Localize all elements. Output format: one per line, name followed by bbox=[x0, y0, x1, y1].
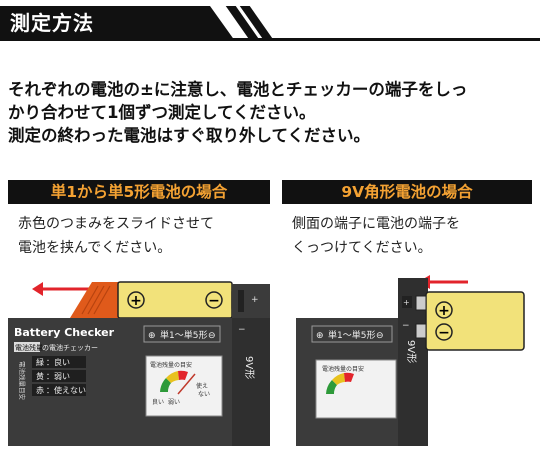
page-title: 測定方法 bbox=[10, 11, 94, 35]
brand-label: Battery Checker bbox=[14, 326, 115, 339]
svg-text:+: + bbox=[251, 295, 259, 305]
svg-text:ない: ない bbox=[198, 391, 210, 398]
meter-title: 電池残量の目安 bbox=[150, 361, 192, 369]
body-line: 電池を挟んでください。 bbox=[18, 240, 172, 256]
legend: 緑 ： 良い 黄 ： 弱い 赤 ： 使えない bbox=[32, 356, 86, 396]
slot-label: 単1～単5形 bbox=[160, 329, 207, 341]
header-tab bbox=[0, 6, 235, 41]
subtitle-badge: 電池残量 bbox=[15, 343, 43, 352]
9v-battery: + − bbox=[415, 291, 525, 351]
body-line: 側面の端子に電池の端子を bbox=[292, 216, 460, 232]
svg-text:−: − bbox=[402, 321, 410, 331]
legend-side-label: 電池残量目安 bbox=[18, 361, 27, 401]
svg-text:+: + bbox=[130, 293, 142, 309]
svg-text:−: − bbox=[238, 325, 246, 335]
section-heading-9v: 9V角形電池の場合 bbox=[282, 180, 532, 204]
checker-illustration-9v: + − 9V形 ⊕ 単1～単5形 ⊖ 電池残量の目安 + − bbox=[296, 275, 525, 446]
legend-key: 赤 bbox=[36, 386, 44, 395]
device-subtitle: の電池チェッカー bbox=[42, 343, 98, 352]
body-line: 赤色のつまみをスライドさせて bbox=[18, 216, 214, 232]
side-label: 9V形 bbox=[243, 356, 255, 379]
aa-battery: + − bbox=[117, 281, 239, 319]
meter-title: 電池残量の目安 bbox=[322, 365, 364, 373]
meter-window: 電池残量の目安 bbox=[315, 359, 397, 419]
body-line: くっつけてください。 bbox=[292, 240, 432, 256]
side-label: 9V形 bbox=[405, 340, 417, 363]
svg-text:：: ： bbox=[46, 358, 54, 367]
instruction-line: それぞれの電池の±に注意し、電池とチェッカーの端子をしっ bbox=[8, 80, 468, 99]
legend-value: 弱い bbox=[54, 372, 70, 381]
svg-text:−: − bbox=[208, 293, 220, 309]
section-body-aa: 赤色のつまみをスライドさせて 電池を挟んでください。 bbox=[18, 212, 214, 260]
meter-window: 電池残量の目安 良い 弱い 使え ない bbox=[145, 355, 223, 417]
meter-label: 良い bbox=[152, 398, 164, 406]
legend-key: 緑 bbox=[36, 357, 44, 367]
svg-text:+: + bbox=[403, 298, 410, 307]
section-heading-aa: 単1から単5形電池の場合 bbox=[8, 180, 270, 204]
slot-label: 単1～単5形 bbox=[328, 329, 375, 341]
svg-text:+: + bbox=[438, 303, 450, 319]
legend-value: 使えない bbox=[54, 385, 86, 395]
meter-label: 弱い bbox=[168, 399, 180, 406]
svg-text:⊖: ⊖ bbox=[208, 331, 216, 341]
instruction-line: 測定の終わった電池はすぐ取り外してください。 bbox=[8, 126, 371, 145]
svg-text:−: − bbox=[438, 325, 450, 341]
checker-body: + 9V形 − bbox=[8, 284, 270, 446]
slider-knob bbox=[70, 282, 118, 318]
svg-text:⊖: ⊖ bbox=[376, 331, 384, 341]
instructions: それぞれの電池の±に注意し、電池とチェッカーの端子をしっ かり合わせて1個ずつ測… bbox=[8, 78, 536, 147]
slider-ridges bbox=[81, 285, 111, 315]
svg-text:：: ： bbox=[46, 386, 54, 395]
legend-value: 良い bbox=[54, 357, 70, 367]
section-header: 測定方法 bbox=[0, 0, 540, 72]
svg-text:使え: 使え bbox=[196, 382, 208, 390]
legend-key: 黄 bbox=[36, 371, 44, 381]
section-body-9v: 側面の端子に電池の端子を くっつけてください。 bbox=[292, 212, 460, 260]
checker-illustration-aa: + − + 9V形 − Battery Checker 電池残量 の電池チェッカ… bbox=[8, 281, 270, 446]
svg-text:⊕: ⊕ bbox=[148, 331, 156, 341]
svg-text:：: ： bbox=[46, 372, 54, 381]
instruction-line: かり合わせて1個ずつ測定してください。 bbox=[8, 103, 316, 122]
svg-text:⊕: ⊕ bbox=[316, 331, 324, 341]
